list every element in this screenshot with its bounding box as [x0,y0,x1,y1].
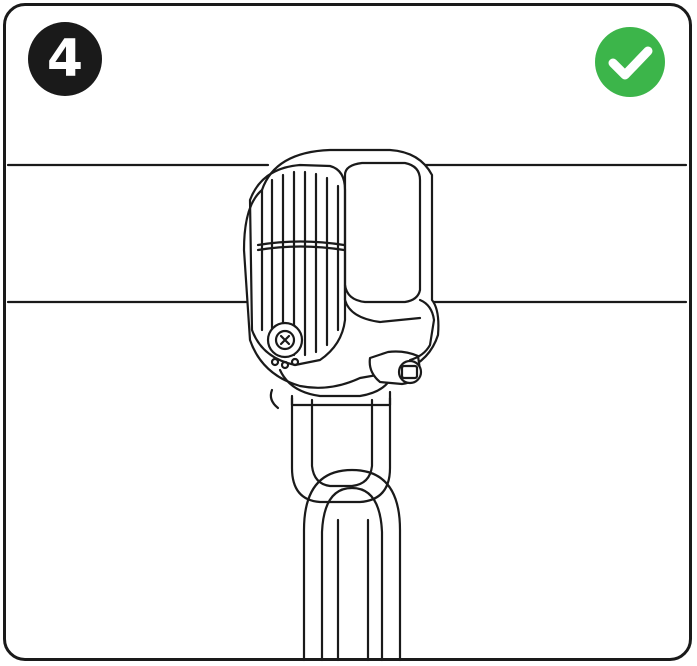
handlebar-tube [6,163,688,304]
bike-mount [242,148,440,410]
check-circle [595,27,665,97]
chain-link [290,396,402,662]
step-number: 4 [46,29,84,89]
checkmark-icon [595,27,665,97]
step-number-badge: 4 [28,22,102,96]
check-mark [608,46,653,80]
